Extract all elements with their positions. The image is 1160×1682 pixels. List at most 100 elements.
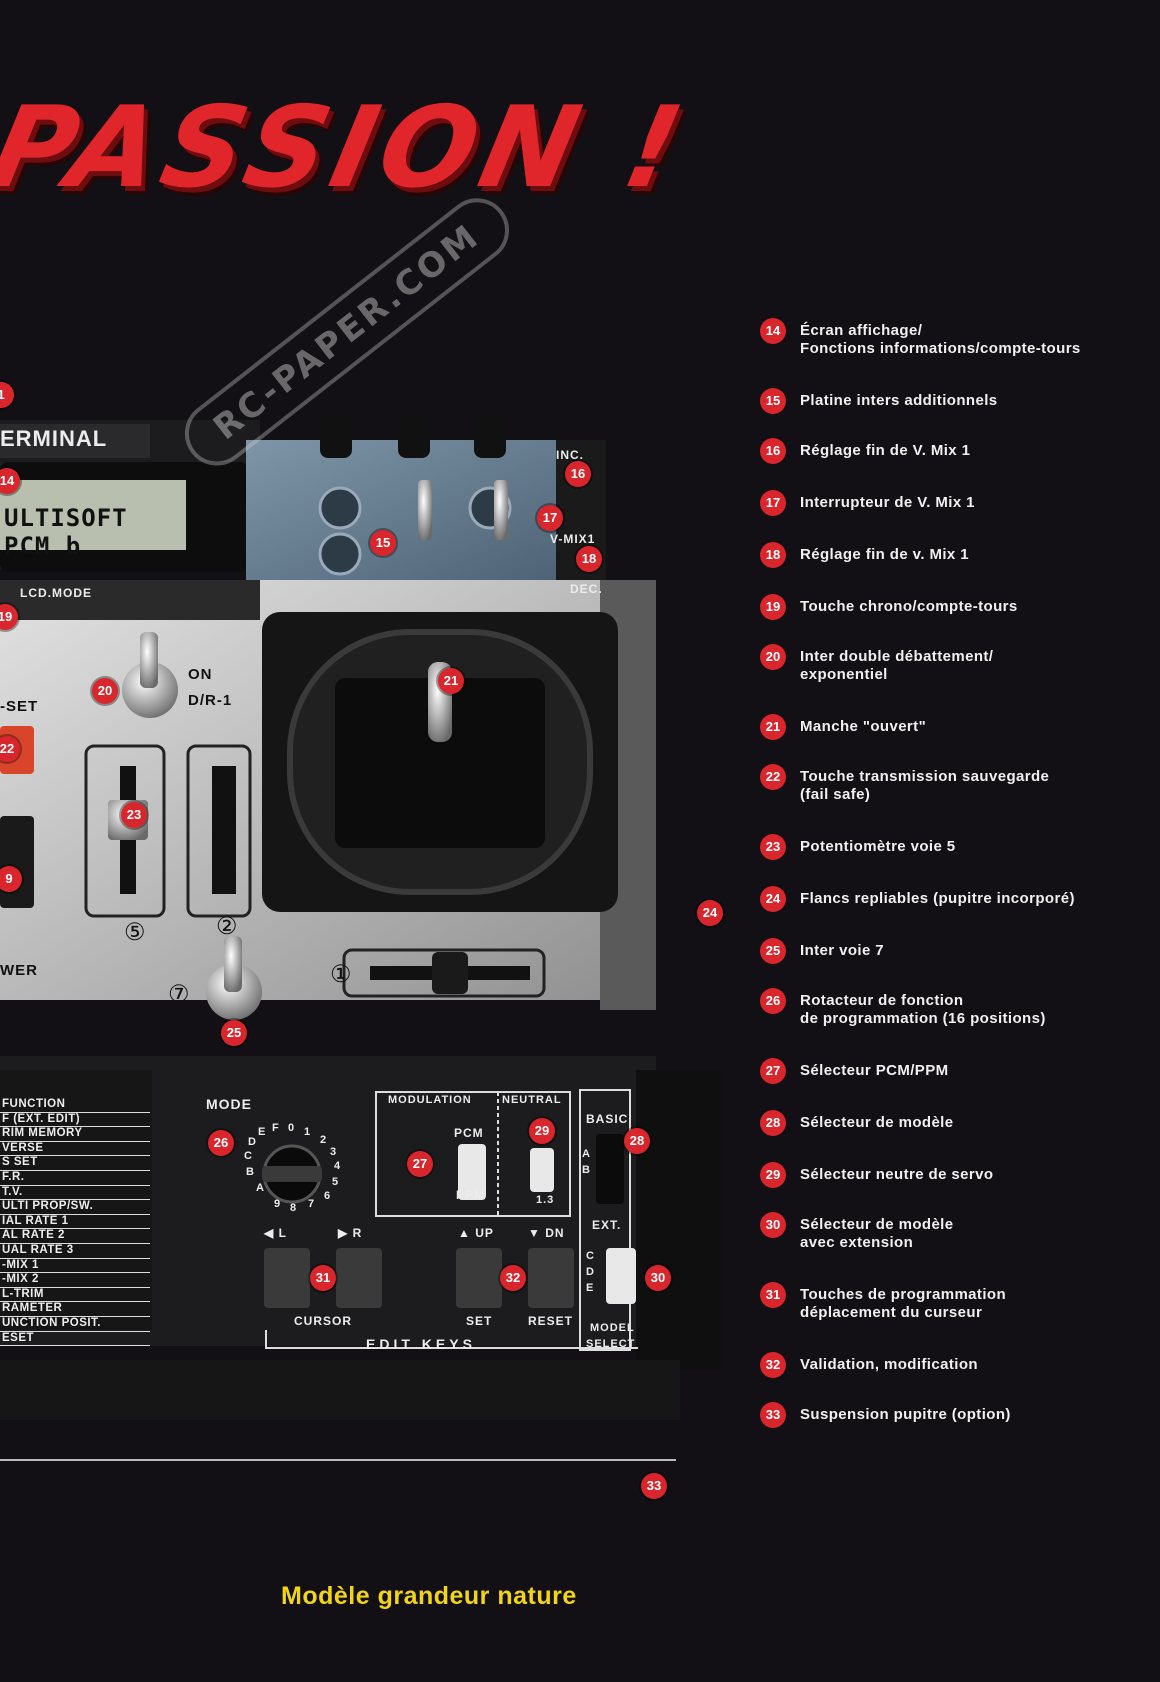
display-line2: PCM b xyxy=(4,532,82,560)
legend-number: 24 xyxy=(760,886,786,912)
dial-digit: E xyxy=(258,1126,267,1138)
legend-number: 31 xyxy=(760,1282,786,1308)
legend-number: 16 xyxy=(760,438,786,464)
legend-text: Manche "ouvert" xyxy=(800,718,927,735)
legend-text: Touches de programmation déplacement du … xyxy=(800,1286,1007,1321)
photo-callout-30: 30 xyxy=(645,1265,671,1291)
legend-number: 27 xyxy=(760,1058,786,1084)
legend-text: Touche transmission sauvegarde (fail saf… xyxy=(800,768,1050,803)
photo-callout-20: 20 xyxy=(92,678,118,704)
photo-callout-18: 18 xyxy=(576,546,602,572)
label-reset: RESET xyxy=(528,1314,574,1328)
label-ch7: ⑦ xyxy=(168,981,191,1008)
legend-text: Suspension pupitre (option) xyxy=(800,1406,1011,1423)
label-dn: ▼ DN xyxy=(528,1226,565,1240)
label-mode: MODE xyxy=(206,1096,252,1112)
function-list-item: RIM MEMORY xyxy=(0,1127,150,1142)
legend-text: Réglage fin de v. Mix 1 xyxy=(800,546,969,563)
label-select: SELECT xyxy=(586,1338,636,1350)
legend-number: 14 xyxy=(760,318,786,344)
label-ch1: ① xyxy=(330,961,353,988)
label-modulation: MODULATION xyxy=(388,1094,472,1106)
label-fs-set: -SET xyxy=(0,698,39,715)
dial-digit: 2 xyxy=(320,1134,328,1146)
label-pcm: PCM xyxy=(454,1126,484,1140)
function-list-item: AL RATE 2 xyxy=(0,1229,150,1244)
photo-callout-33: 33 xyxy=(641,1473,667,1499)
legend-number: 25 xyxy=(760,938,786,964)
label-dr1: D/R-1 xyxy=(188,692,233,709)
dial-digit: A xyxy=(256,1182,265,1194)
legend-text: Sélecteur de modèle xyxy=(800,1114,954,1131)
label-b: B xyxy=(582,1164,591,1176)
legend-text: Écran affichage/ Fonctions informations/… xyxy=(800,322,1081,357)
dial-digit: 5 xyxy=(332,1176,340,1188)
label-up: ▲ UP xyxy=(458,1226,494,1240)
photo-callout-28: 28 xyxy=(624,1128,650,1154)
label-c: C xyxy=(586,1250,595,1262)
label-ext: EXT. xyxy=(592,1218,622,1232)
label-basic: BASIC xyxy=(586,1112,629,1126)
display-line1: ULTISOFT xyxy=(4,504,128,532)
function-list-item: F.R. xyxy=(0,1171,150,1186)
label-on: ON xyxy=(188,666,213,683)
photo-callout-19: 19 xyxy=(0,604,18,630)
legend-text: Touche chrono/compte-tours xyxy=(800,598,1018,615)
dial-digit: 8 xyxy=(290,1202,298,1214)
label-left: ◀ L xyxy=(264,1226,287,1240)
function-list-item: RAMETER xyxy=(0,1302,150,1317)
legend-number: 33 xyxy=(760,1402,786,1428)
legend-text: Flancs repliables (pupitre incorporé) xyxy=(800,890,1075,907)
photo-callout-22: 22 xyxy=(0,736,20,762)
label-neutral: NEUTRAL xyxy=(502,1094,562,1106)
photo-callout-31: 31 xyxy=(310,1265,336,1291)
dial-digit: 3 xyxy=(330,1146,338,1158)
photo-callout-29: 29 xyxy=(529,1118,555,1144)
photo-callout-14: 14 xyxy=(0,468,20,494)
dial-digit: 6 xyxy=(324,1190,332,1202)
legend-number: 15 xyxy=(760,388,786,414)
dial-digit: F xyxy=(272,1122,280,1134)
photo-callout-32: 32 xyxy=(500,1265,526,1291)
legend-text: Validation, modification xyxy=(800,1356,978,1373)
label-a: A xyxy=(582,1148,591,1160)
caption: Modèle grandeur nature xyxy=(281,1582,577,1610)
function-list-item: ESET xyxy=(0,1332,150,1347)
legend-text: Potentiomètre voie 5 xyxy=(800,838,956,855)
label-cursor: CURSOR xyxy=(294,1314,353,1328)
dial-digit: 4 xyxy=(334,1160,342,1172)
legend-text: Sélecteur PCM/PPM xyxy=(800,1062,949,1079)
label-ppm: PPM xyxy=(456,1188,486,1202)
function-list: FUNCTION F (EXT. EDIT) RIM MEMORY VERSE … xyxy=(0,1098,150,1347)
dial-digit: 9 xyxy=(274,1198,282,1210)
photo-callout-27: 27 xyxy=(407,1151,433,1177)
label-ch2: ② xyxy=(216,913,239,940)
dial-digit: B xyxy=(246,1166,255,1178)
legend-number: 22 xyxy=(760,764,786,790)
function-list-item: IAL RATE 1 xyxy=(0,1215,150,1230)
legend-text: Sélecteur de modèle avec extension xyxy=(800,1216,954,1251)
label-inc: INC. xyxy=(556,448,584,462)
legend-text: Inter double débattement/ exponentiel xyxy=(800,648,994,683)
legend-number: 23 xyxy=(760,834,786,860)
function-list-item: VERSE xyxy=(0,1142,150,1157)
function-list-item: T.V. xyxy=(0,1186,150,1201)
function-list-item: S SET xyxy=(0,1156,150,1171)
label-neutral-value: 1.3 xyxy=(536,1194,555,1206)
label-set: SET xyxy=(466,1314,493,1328)
legend-number: 18 xyxy=(760,542,786,568)
transmitter-photo xyxy=(0,416,722,1461)
label-edit-keys: EDIT KEYS xyxy=(366,1336,476,1352)
label-terminal: ERMINAL xyxy=(0,426,108,451)
legend-number: 17 xyxy=(760,490,786,516)
label-e: E xyxy=(586,1282,595,1294)
legend-text: Inter voie 7 xyxy=(800,942,884,959)
function-list-item: ULTI PROP/SW. xyxy=(0,1200,150,1215)
photo-callout-1: 1 xyxy=(0,382,14,408)
dial-digit: 7 xyxy=(308,1198,316,1210)
photo-callout-17: 17 xyxy=(537,505,563,531)
photo-callout-26: 26 xyxy=(208,1130,234,1156)
dial-digit: 1 xyxy=(304,1126,312,1138)
photo-callout-21: 21 xyxy=(438,668,464,694)
